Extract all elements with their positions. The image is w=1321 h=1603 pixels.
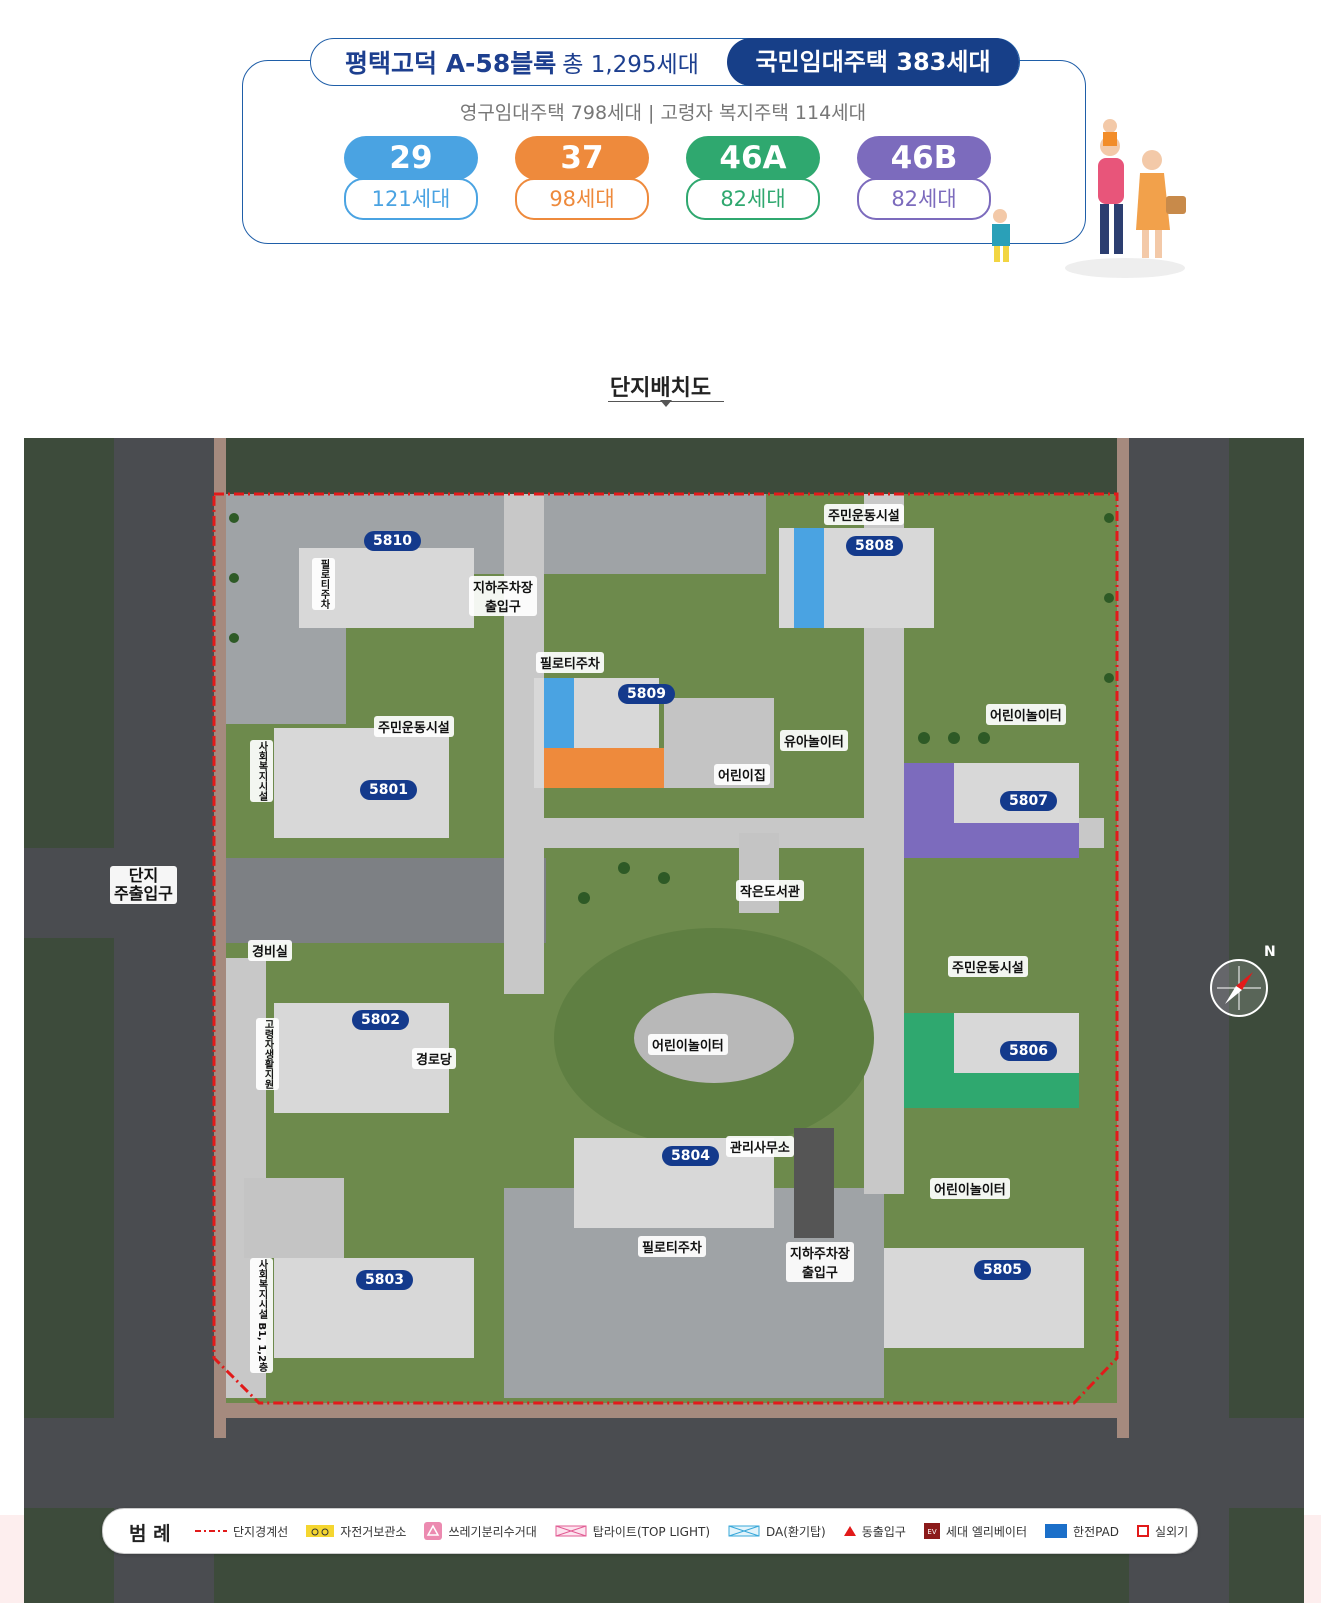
legend-label: 단지경계선 — [233, 1524, 289, 1539]
facility-label: 어린이집 — [714, 764, 770, 785]
building-badge: 5805 — [974, 1260, 1031, 1280]
national-rental-badge: 국민임대주택 383세대 — [727, 38, 1019, 86]
legend-label: 쓰레기분리수거대 — [448, 1524, 537, 1539]
building-badge: 5802 — [352, 1010, 409, 1030]
unit-count: 121세대 — [344, 178, 478, 220]
building-badge: 5810 — [364, 531, 421, 551]
facility-label: 어린이놀이터 — [986, 704, 1066, 725]
building-badge: 5801 — [360, 780, 417, 800]
facility-label: 주민운동시설 — [374, 716, 454, 737]
pad-icon — [1045, 1524, 1068, 1538]
legend-label: DA(환기탑) — [766, 1524, 826, 1539]
housing-breakdown: 영구임대주택 798세대 | 고령자 복지주택 114세대 — [459, 102, 867, 124]
legend-label: 실외기 — [1155, 1524, 1189, 1539]
section-title-caret — [660, 400, 672, 407]
total-households: 총 1,295세대 — [562, 52, 699, 78]
facility-label: 작은도서관 — [736, 880, 804, 901]
unit-size: 37 — [515, 136, 649, 180]
family-illustration — [992, 119, 1186, 278]
legend: 범 례 단지경계선 자전거보관소 쓰레기분리수거대 탑라이트(TOP LIGHT… — [102, 1508, 1198, 1554]
facility-label: 경비실 — [248, 940, 292, 961]
facility-label: 사회복지시설 — [250, 740, 273, 802]
legend-label: 자전거보관소 — [340, 1524, 407, 1539]
facility-label: 관리사무소 — [726, 1136, 794, 1157]
building-badge: 5809 — [618, 684, 675, 704]
entrance-triangle-icon — [843, 1526, 856, 1536]
legend-item-bicycle: 자전거보관소 — [306, 1523, 406, 1540]
legend-label: 탑라이트(TOP LIGHT) — [592, 1524, 711, 1539]
unit-count: 82세대 — [857, 178, 991, 220]
facility-label: 필로티주차 — [312, 558, 335, 610]
facility-label: 어린이놀이터 — [648, 1034, 728, 1055]
legend-label: 세대 엘리베이터 — [945, 1524, 1028, 1539]
facility-label: 어린이놀이터 — [930, 1178, 1010, 1199]
legend-item-outdoor-unit: 실외기 — [1137, 1523, 1188, 1540]
unit-size: 46A — [686, 136, 820, 180]
legend-item-da: DA(환기탑) — [728, 1523, 826, 1540]
facility-label: 지하주차장 출입구 — [786, 1242, 854, 1282]
site-plan-map: 5810 5809 5808 5801 5807 5802 5806 5804 … — [24, 438, 1304, 1603]
bicycle-icon — [306, 1525, 335, 1537]
legend-label: 한전PAD — [1073, 1524, 1120, 1539]
legend-item-entrance: 동출입구 — [843, 1523, 906, 1540]
elevator-icon: EV — [923, 1523, 940, 1539]
facility-label: 고령자생활지원 — [256, 1018, 279, 1090]
unit-count: 82세대 — [686, 178, 820, 220]
legend-item-pad: 한전PAD — [1045, 1523, 1119, 1540]
building-badge: 5808 — [846, 536, 903, 556]
legend-items: 단지경계선 자전거보관소 쓰레기분리수거대 탑라이트(TOP LIGHT) DA… — [195, 1509, 1188, 1553]
site-plan-graphic — [24, 438, 1304, 1603]
facility-label: 유아놀이터 — [780, 730, 848, 751]
legend-title: 범 례 — [129, 1523, 171, 1545]
road-west — [114, 438, 214, 1603]
road-east — [1129, 438, 1229, 1603]
compass-north-label: N — [1264, 944, 1276, 960]
building-badge: 5807 — [1000, 791, 1057, 811]
facility-label: 필로티주차 — [638, 1236, 706, 1257]
legend-label: 동출입구 — [861, 1524, 906, 1539]
legend-item-recycle: 쓰레기분리수거대 — [424, 1522, 537, 1540]
section-title: 단지배치도 — [609, 376, 712, 401]
boundary-line-icon — [195, 1530, 227, 1532]
facility-label: 지하주차장 출입구 — [469, 576, 537, 616]
svg-text:EV: EV — [927, 1528, 936, 1536]
building-badge: 5806 — [1000, 1041, 1057, 1061]
compass-icon — [1210, 959, 1268, 1017]
road-south — [24, 1418, 1304, 1508]
recycle-icon — [424, 1522, 443, 1540]
da-icon — [728, 1525, 760, 1537]
legend-item-elevator: EV 세대 엘리베이터 — [923, 1523, 1028, 1540]
main-entrance-label: 단지 주출입구 — [110, 866, 177, 904]
facility-label: 필로티주차 — [536, 652, 604, 673]
building-badge: 5803 — [356, 1270, 413, 1290]
legend-item-boundary: 단지경계선 — [195, 1523, 288, 1540]
outdoor-unit-icon — [1137, 1525, 1150, 1537]
complex-boundary — [212, 492, 1119, 1405]
unit-count: 98세대 — [515, 178, 649, 220]
facility-label: 경로당 — [412, 1048, 456, 1069]
complex-name: 평택고덕 A-58블록 — [345, 49, 557, 78]
building-badge: 5804 — [662, 1146, 719, 1166]
facility-label: 사회복지시설 B1, 1,2층 — [250, 1258, 273, 1374]
unit-size: 29 — [344, 136, 478, 180]
unit-size: 46B — [857, 136, 991, 180]
facility-label: 주민운동시설 — [948, 956, 1028, 977]
facility-label: 주민운동시설 — [824, 504, 904, 525]
legend-item-toplight: 탑라이트(TOP LIGHT) — [555, 1523, 710, 1540]
toplight-icon — [555, 1525, 587, 1537]
